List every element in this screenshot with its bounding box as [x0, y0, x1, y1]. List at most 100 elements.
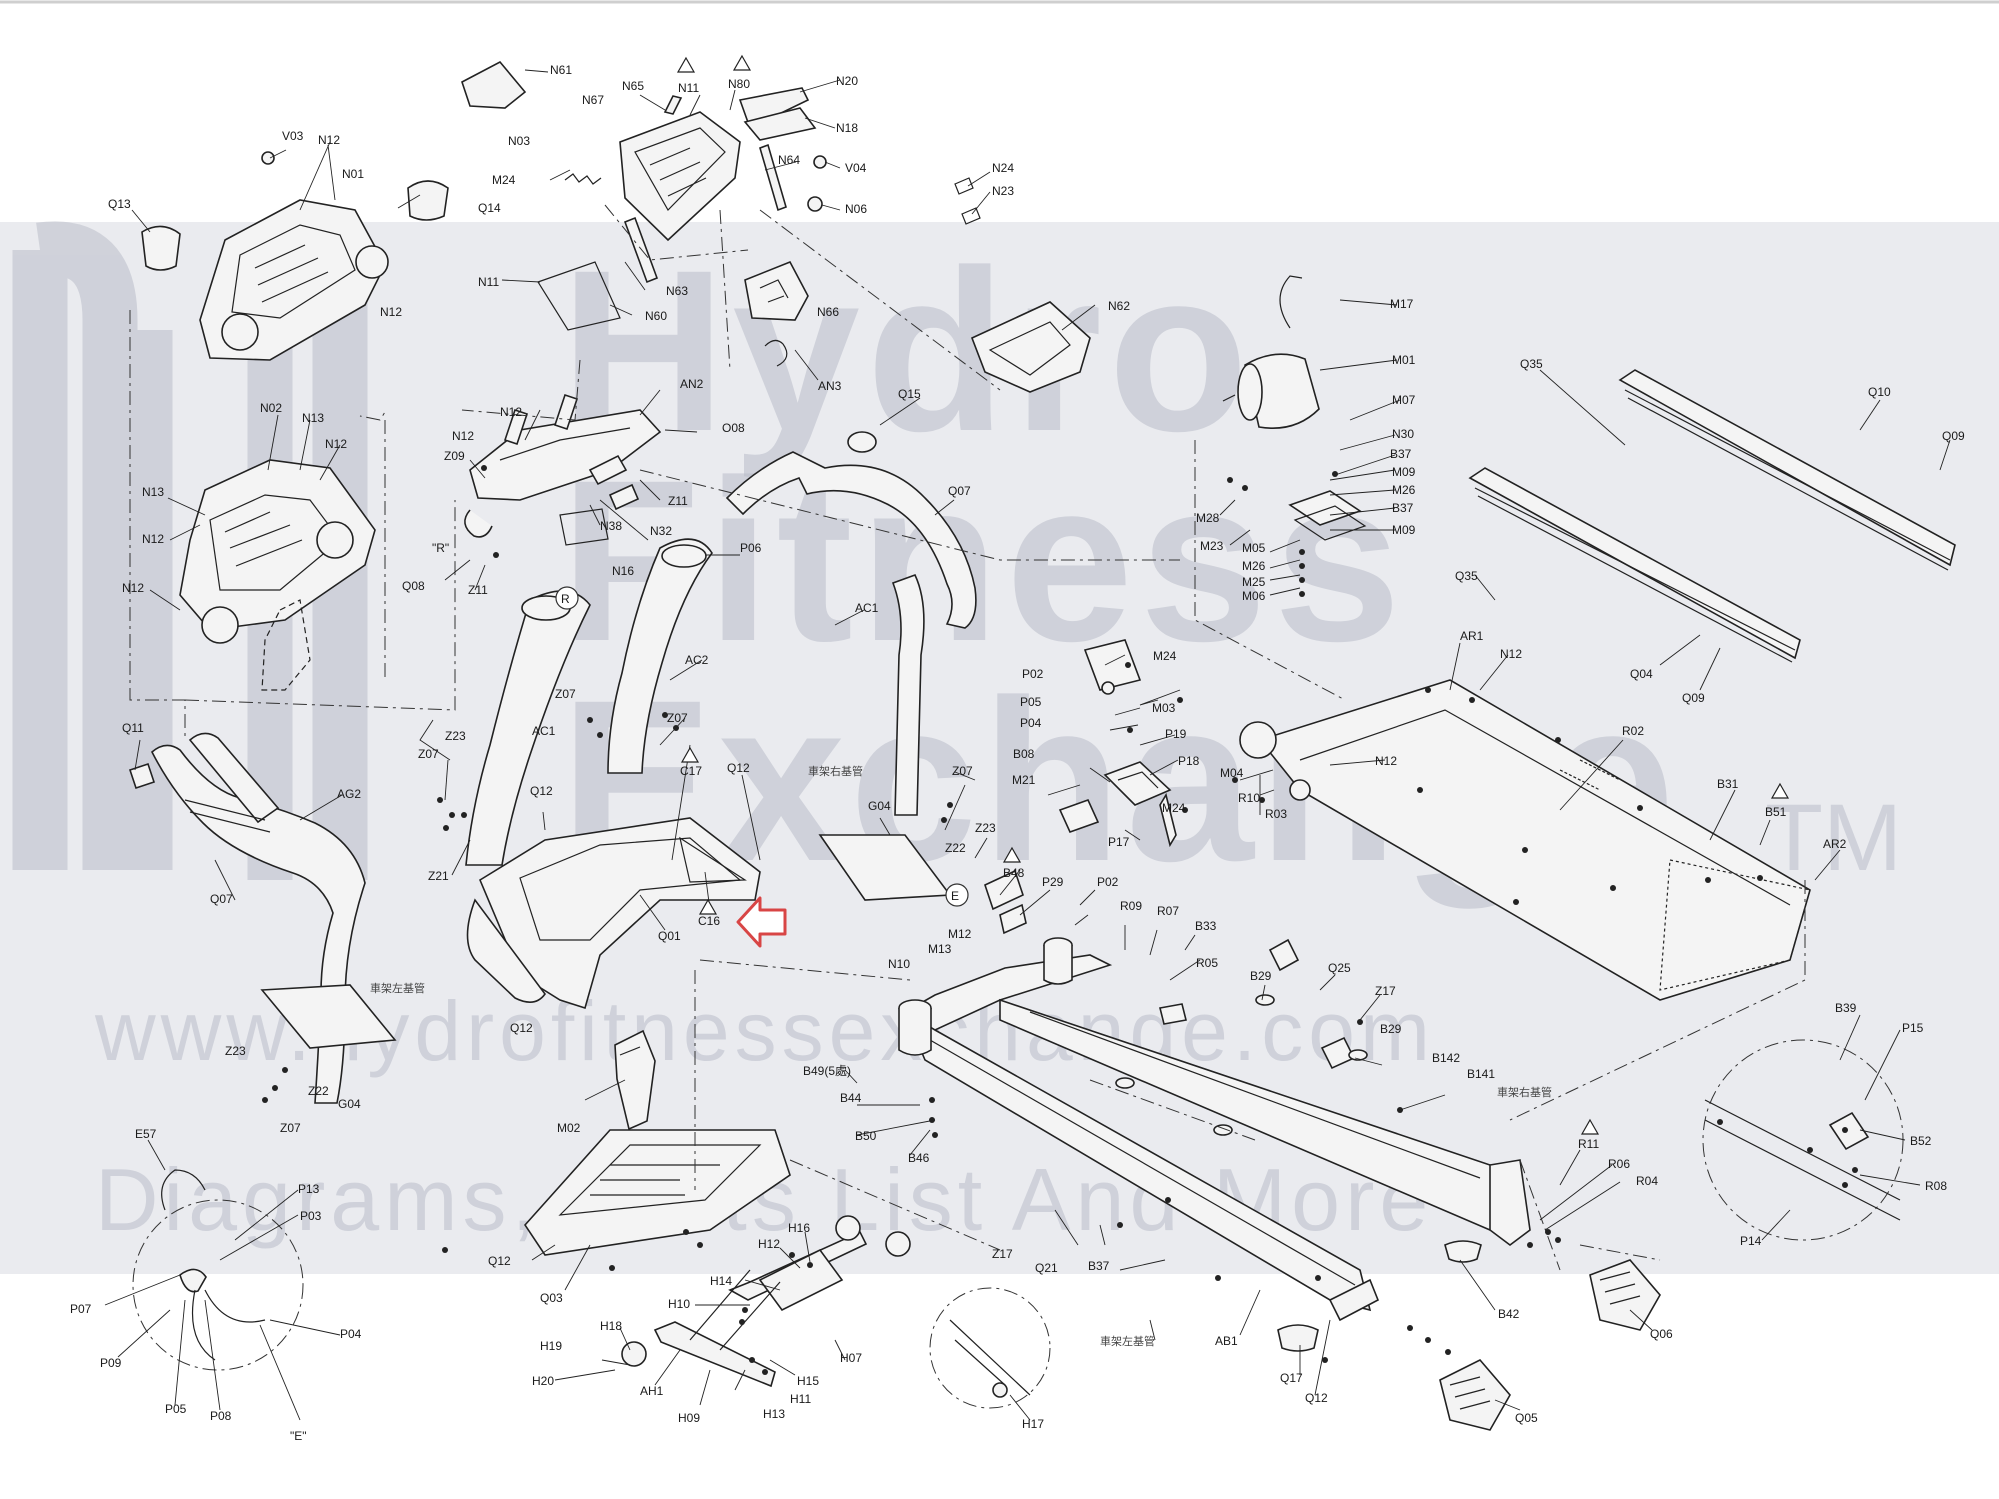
- label-Z11-b: Z11: [468, 583, 488, 597]
- label-N13-a: N13: [302, 411, 324, 425]
- label-B37-c: B37: [1088, 1259, 1110, 1273]
- label-P02-a: P02: [1022, 667, 1044, 681]
- drive-motor: [1222, 275, 1367, 541]
- label-N62: N62: [1108, 299, 1130, 313]
- label-R11: R11: [1578, 1137, 1599, 1151]
- label-Q12-d: Q12: [488, 1254, 511, 1268]
- label-Q10: Q10: [1868, 385, 1891, 399]
- assembly-guide-lines: [129, 204, 1806, 1271]
- label-M07: M07: [1392, 393, 1416, 407]
- label-AR2: AR2: [1823, 837, 1847, 851]
- label-AN3: AN3: [818, 379, 842, 393]
- label-Z22-b: Z22: [308, 1084, 329, 1098]
- label-B42: B42: [1498, 1307, 1520, 1321]
- label-frame-right-a: 車架右基管: [808, 764, 863, 778]
- label-N12-c: N12: [325, 437, 347, 451]
- label-H18: H18: [600, 1319, 622, 1333]
- label-AB1: AB1: [1215, 1334, 1238, 1348]
- label-M06: M06: [1242, 589, 1266, 603]
- label-R04: R04: [1636, 1174, 1658, 1188]
- label-Z17-a: Z17: [1375, 984, 1396, 998]
- label-R03: R03: [1265, 807, 1287, 821]
- watermark-trademark: TM: [1765, 785, 1902, 891]
- label-M12: M12: [948, 927, 972, 941]
- label-M24-b: M24: [1153, 649, 1177, 663]
- label-N12-d: N12: [142, 532, 164, 546]
- label-Q11: Q11: [122, 721, 144, 735]
- label-N32: N32: [650, 524, 672, 538]
- warning-icon-c17: [680, 746, 700, 763]
- label-P15: P15: [1902, 1021, 1924, 1035]
- label-Q17: Q17: [1280, 1371, 1303, 1385]
- mark-r-text: R: [561, 592, 570, 606]
- warning-icon-b51: [1770, 782, 1790, 799]
- label-M04: M04: [1220, 766, 1244, 780]
- part-labels: N61 N65 N67 N11 N80 N20 N18 N03 M24 N64 …: [70, 63, 1965, 1443]
- label-N12-e: N12: [122, 581, 144, 595]
- label-N63: N63: [666, 284, 688, 298]
- label-N11: N11: [678, 81, 699, 95]
- label-N12-b: N12: [380, 305, 402, 319]
- label-P06: P06: [740, 541, 762, 555]
- incline-motor: [614, 1029, 656, 1131]
- connector-e-marker: E: [945, 883, 969, 907]
- label-frame-right-b: 車架右基管: [1497, 1085, 1552, 1099]
- label-frame-left-a: 車架左基管: [370, 981, 425, 995]
- label-M02: M02: [557, 1121, 581, 1135]
- label-C16: C16: [698, 914, 720, 928]
- label-P14: P14: [1740, 1234, 1762, 1248]
- label-N30: N30: [1392, 427, 1414, 441]
- label-B29-a: B29: [1250, 969, 1272, 983]
- label-B141: B141: [1467, 1067, 1495, 1081]
- label-H10: H10: [668, 1297, 690, 1311]
- handlebar-frame: [464, 393, 662, 546]
- label-C17: C17: [680, 764, 702, 778]
- warning-icon-n80: [732, 54, 752, 71]
- motor-tray: [1058, 639, 1177, 848]
- leader-lines: [104, 69, 1951, 1421]
- label-R09: R09: [1120, 899, 1142, 913]
- label-Q35-b: Q35: [1455, 569, 1478, 583]
- label-Q07-a: Q07: [948, 484, 971, 498]
- label-B51: B51: [1765, 805, 1787, 819]
- label-O08: O08: [722, 421, 745, 435]
- label-R10: R10: [1238, 791, 1260, 805]
- label-Q15: Q15: [898, 387, 921, 401]
- label-Z09: Z09: [444, 449, 465, 463]
- mark-r-marker: R: [555, 586, 579, 610]
- label-B37-a: B37: [1390, 447, 1412, 461]
- label-M09-b: M09: [1392, 523, 1416, 537]
- label-R02: R02: [1622, 724, 1644, 738]
- motor-hood-cover: [466, 817, 761, 1010]
- label-E-mark: "E": [290, 1429, 307, 1443]
- label-B31: B31: [1717, 777, 1739, 791]
- label-Q12-c: Q12: [510, 1021, 533, 1035]
- label-M25: M25: [1242, 575, 1266, 589]
- label-M26-a: M26: [1392, 483, 1416, 497]
- console-shroud-lower: [179, 459, 376, 691]
- label-Q35-a: Q35: [1520, 357, 1543, 371]
- label-P13: P13: [298, 1182, 320, 1196]
- label-P08: P08: [210, 1409, 232, 1423]
- label-Z07-e: Z07: [280, 1121, 301, 1135]
- label-N38: N38: [600, 519, 622, 533]
- incline-assembly: [984, 869, 1368, 1136]
- label-H09: H09: [678, 1411, 700, 1425]
- connector-e-text: E: [951, 889, 959, 903]
- label-N18: N18: [836, 121, 858, 135]
- label-Q04: Q04: [1630, 667, 1653, 681]
- label-Q06: Q06: [1650, 1327, 1673, 1341]
- label-Z22-a: Z22: [945, 841, 966, 855]
- label-Q12-b: Q12: [727, 761, 750, 775]
- label-M24-c: M24: [1162, 801, 1186, 815]
- label-B08: B08: [1013, 747, 1035, 761]
- label-Q08: Q08: [402, 579, 425, 593]
- label-B52: B52: [1910, 1134, 1932, 1148]
- label-Q12-a: Q12: [530, 784, 553, 798]
- label-N02: N02: [260, 401, 282, 415]
- label-G04-b: G04: [338, 1097, 361, 1111]
- skid-plate: [523, 1129, 791, 1256]
- label-R08: R08: [1925, 1179, 1947, 1193]
- label-N12-g: N12: [452, 429, 474, 443]
- console-electronics-group: [461, 60, 1091, 393]
